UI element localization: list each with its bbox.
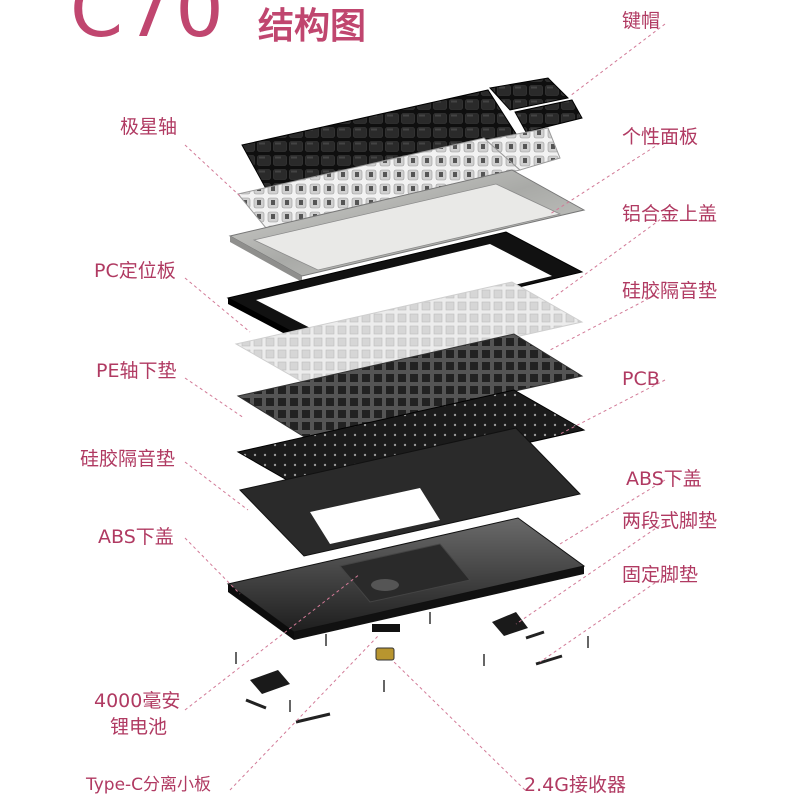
label-aluminum-top-case: 铝合金上盖 <box>622 203 718 225</box>
label-abs-bottom-case-left: ABS下盖 <box>98 526 174 548</box>
label-receiver: 2.4G接收器 <box>524 774 626 796</box>
small-parts <box>372 624 400 661</box>
pe-switch-pad <box>236 333 584 439</box>
label-two-stage-feet: 两段式脚垫 <box>622 510 718 532</box>
label-battery-line1: 4000毫安 <box>94 690 181 712</box>
leader-lines <box>184 23 666 791</box>
page-title: 结构图 <box>258 6 367 47</box>
label-silicone-foam-top: 硅胶隔音垫 <box>622 280 718 302</box>
label-pcb: PCB <box>622 368 660 390</box>
pc-plate <box>234 281 584 385</box>
label-custom-panel: 个性面板 <box>622 126 699 148</box>
label-battery-line2: 锂电池 <box>110 716 168 738</box>
switches-layer <box>237 127 561 229</box>
label-pe-switch-pad: PE轴下垫 <box>96 360 177 382</box>
label-pc-plate: PC定位板 <box>94 260 176 282</box>
feet <box>245 612 563 724</box>
label-abs-bottom-case-right: ABS下盖 <box>626 468 702 490</box>
aluminum-top-case <box>228 169 586 282</box>
silicone-foam-bottom <box>239 427 581 557</box>
label-silicone-foam-bottom: 硅胶隔音垫 <box>80 448 176 470</box>
label-keycaps: 键帽 <box>622 10 661 32</box>
product-logo: C70 <box>70 0 226 54</box>
label-typec-board: Type-C分离小板 <box>86 775 212 795</box>
label-switches: 极星轴 <box>120 116 178 138</box>
label-fixed-feet: 固定脚垫 <box>622 564 699 586</box>
screws <box>235 612 589 712</box>
custom-panel-frame <box>226 231 584 344</box>
pcb-board <box>236 389 586 493</box>
abs-bottom-case <box>226 517 586 640</box>
